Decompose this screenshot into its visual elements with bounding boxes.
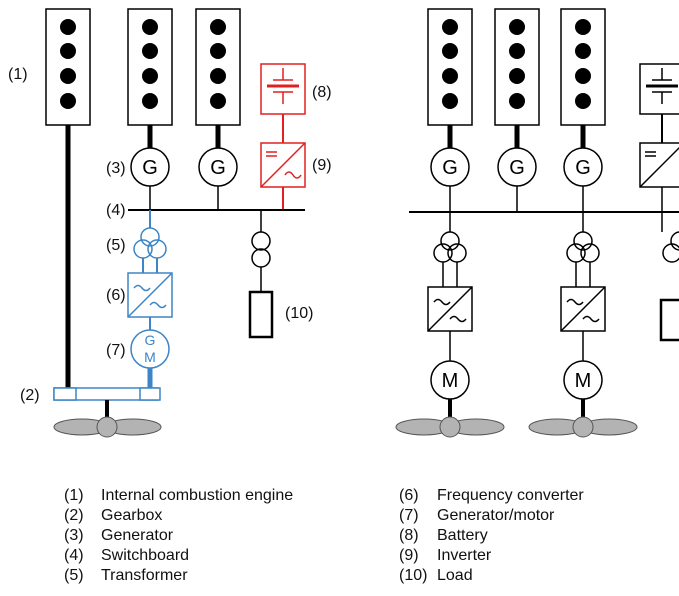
transformer-blue — [133, 227, 167, 259]
svg-text:M: M — [442, 370, 459, 392]
generator-2: G — [198, 147, 238, 187]
legend-text: Generator/motor — [437, 507, 555, 524]
legend-item: (3) Generator — [64, 526, 293, 546]
svg-text:G: G — [210, 157, 226, 179]
left-hybrid-diagram: (1) G (3) G — [8, 8, 332, 438]
legend-text: Generator — [101, 527, 174, 544]
gearbox — [53, 387, 161, 401]
legend-number: (7) — [399, 507, 419, 524]
svg-text:M: M — [144, 349, 156, 365]
converter-a — [427, 286, 473, 332]
legend-text: Gearbox — [101, 507, 163, 524]
callout-load: (10) — [285, 305, 313, 322]
legend-left: (1)Internal combustion engine(2)Gearbox(… — [64, 486, 293, 586]
propeller-a — [395, 416, 505, 438]
legend-text: Switchboard — [101, 547, 190, 564]
generator-1: G — [130, 147, 170, 187]
legend-number: (8) — [399, 527, 419, 544]
propeller-left — [53, 416, 162, 438]
transformer-c — [662, 231, 679, 263]
battery-2 — [639, 63, 679, 115]
generator-4: G — [497, 147, 537, 187]
legend-item: (2) Gearbox — [64, 506, 293, 526]
generator-motor-blue: G M — [130, 329, 170, 369]
engine-6 — [560, 8, 606, 126]
legend-number: (6) — [399, 487, 419, 504]
callout-generator: (3) — [106, 160, 126, 177]
transformer-b — [566, 231, 600, 263]
svg-text:G: G — [442, 157, 458, 179]
engine-4 — [427, 8, 473, 126]
legend-item: (4) Switchboard — [64, 546, 293, 566]
callout-battery: (8) — [312, 84, 332, 101]
svg-text:G: G — [145, 332, 156, 348]
frequency-converter-blue — [127, 272, 173, 318]
legend-item: (8) Battery — [399, 526, 584, 546]
legend-item: (1) Internal combustion engine — [64, 486, 293, 506]
legend-text: Transformer — [101, 567, 188, 584]
svg-text:G: G — [575, 157, 591, 179]
generator-3: G — [430, 147, 470, 187]
propeller-b — [528, 416, 638, 438]
engine-5 — [494, 8, 540, 126]
legend-text: Internal combustion engine — [101, 487, 294, 504]
legend-text: Inverter — [437, 547, 492, 564]
callout-converter: (6) — [106, 287, 126, 304]
legend-text: Frequency converter — [437, 487, 584, 504]
engine-2 — [127, 8, 173, 126]
callout-gearbox: (2) — [20, 387, 40, 404]
legend-item: (7) Generator/motor — [399, 506, 584, 526]
legend-number: (10) — [399, 567, 428, 584]
legend-item: (10) Load — [399, 566, 584, 586]
load-2 — [659, 298, 679, 342]
motor-a: M — [430, 360, 470, 400]
legend-item: (9) Inverter — [399, 546, 584, 566]
engine-1 — [45, 8, 91, 126]
svg-text:M: M — [575, 370, 592, 392]
legend-number: (3) — [64, 527, 84, 544]
callout-engine: (1) — [8, 66, 28, 83]
engine-3 — [195, 8, 241, 126]
load-left — [248, 210, 274, 339]
svg-text:G: G — [509, 157, 525, 179]
motor-b: M — [563, 360, 603, 400]
transformer-a — [433, 231, 467, 263]
legend-right: (6) Frequency converter (7) Generator/motor… — [399, 486, 584, 586]
legend-item: (5) Transformer — [64, 566, 293, 586]
converter-b — [560, 286, 606, 332]
svg-text:G: G — [142, 157, 158, 179]
inverter-2 — [639, 142, 679, 188]
legend-item: (6) Frequency converter — [399, 486, 584, 506]
callout-inverter: (9) — [312, 157, 332, 174]
inverter — [260, 142, 306, 188]
legend-number: (1) — [64, 487, 84, 504]
legend-text: Battery — [437, 527, 488, 544]
legend-text: Load — [437, 567, 473, 584]
legend-number: (9) — [399, 547, 419, 564]
callout-switchboard: (4) — [106, 202, 126, 219]
generator-5: G — [563, 147, 603, 187]
callout-transformer: (5) — [106, 237, 126, 254]
right-electric-diagram: G G G — [395, 8, 679, 438]
callout-genmotor: (7) — [106, 342, 126, 359]
legend-number: (4) — [64, 547, 84, 564]
battery — [260, 63, 306, 115]
legend-number: (5) — [64, 567, 84, 584]
legend-number: (2) — [64, 507, 84, 524]
